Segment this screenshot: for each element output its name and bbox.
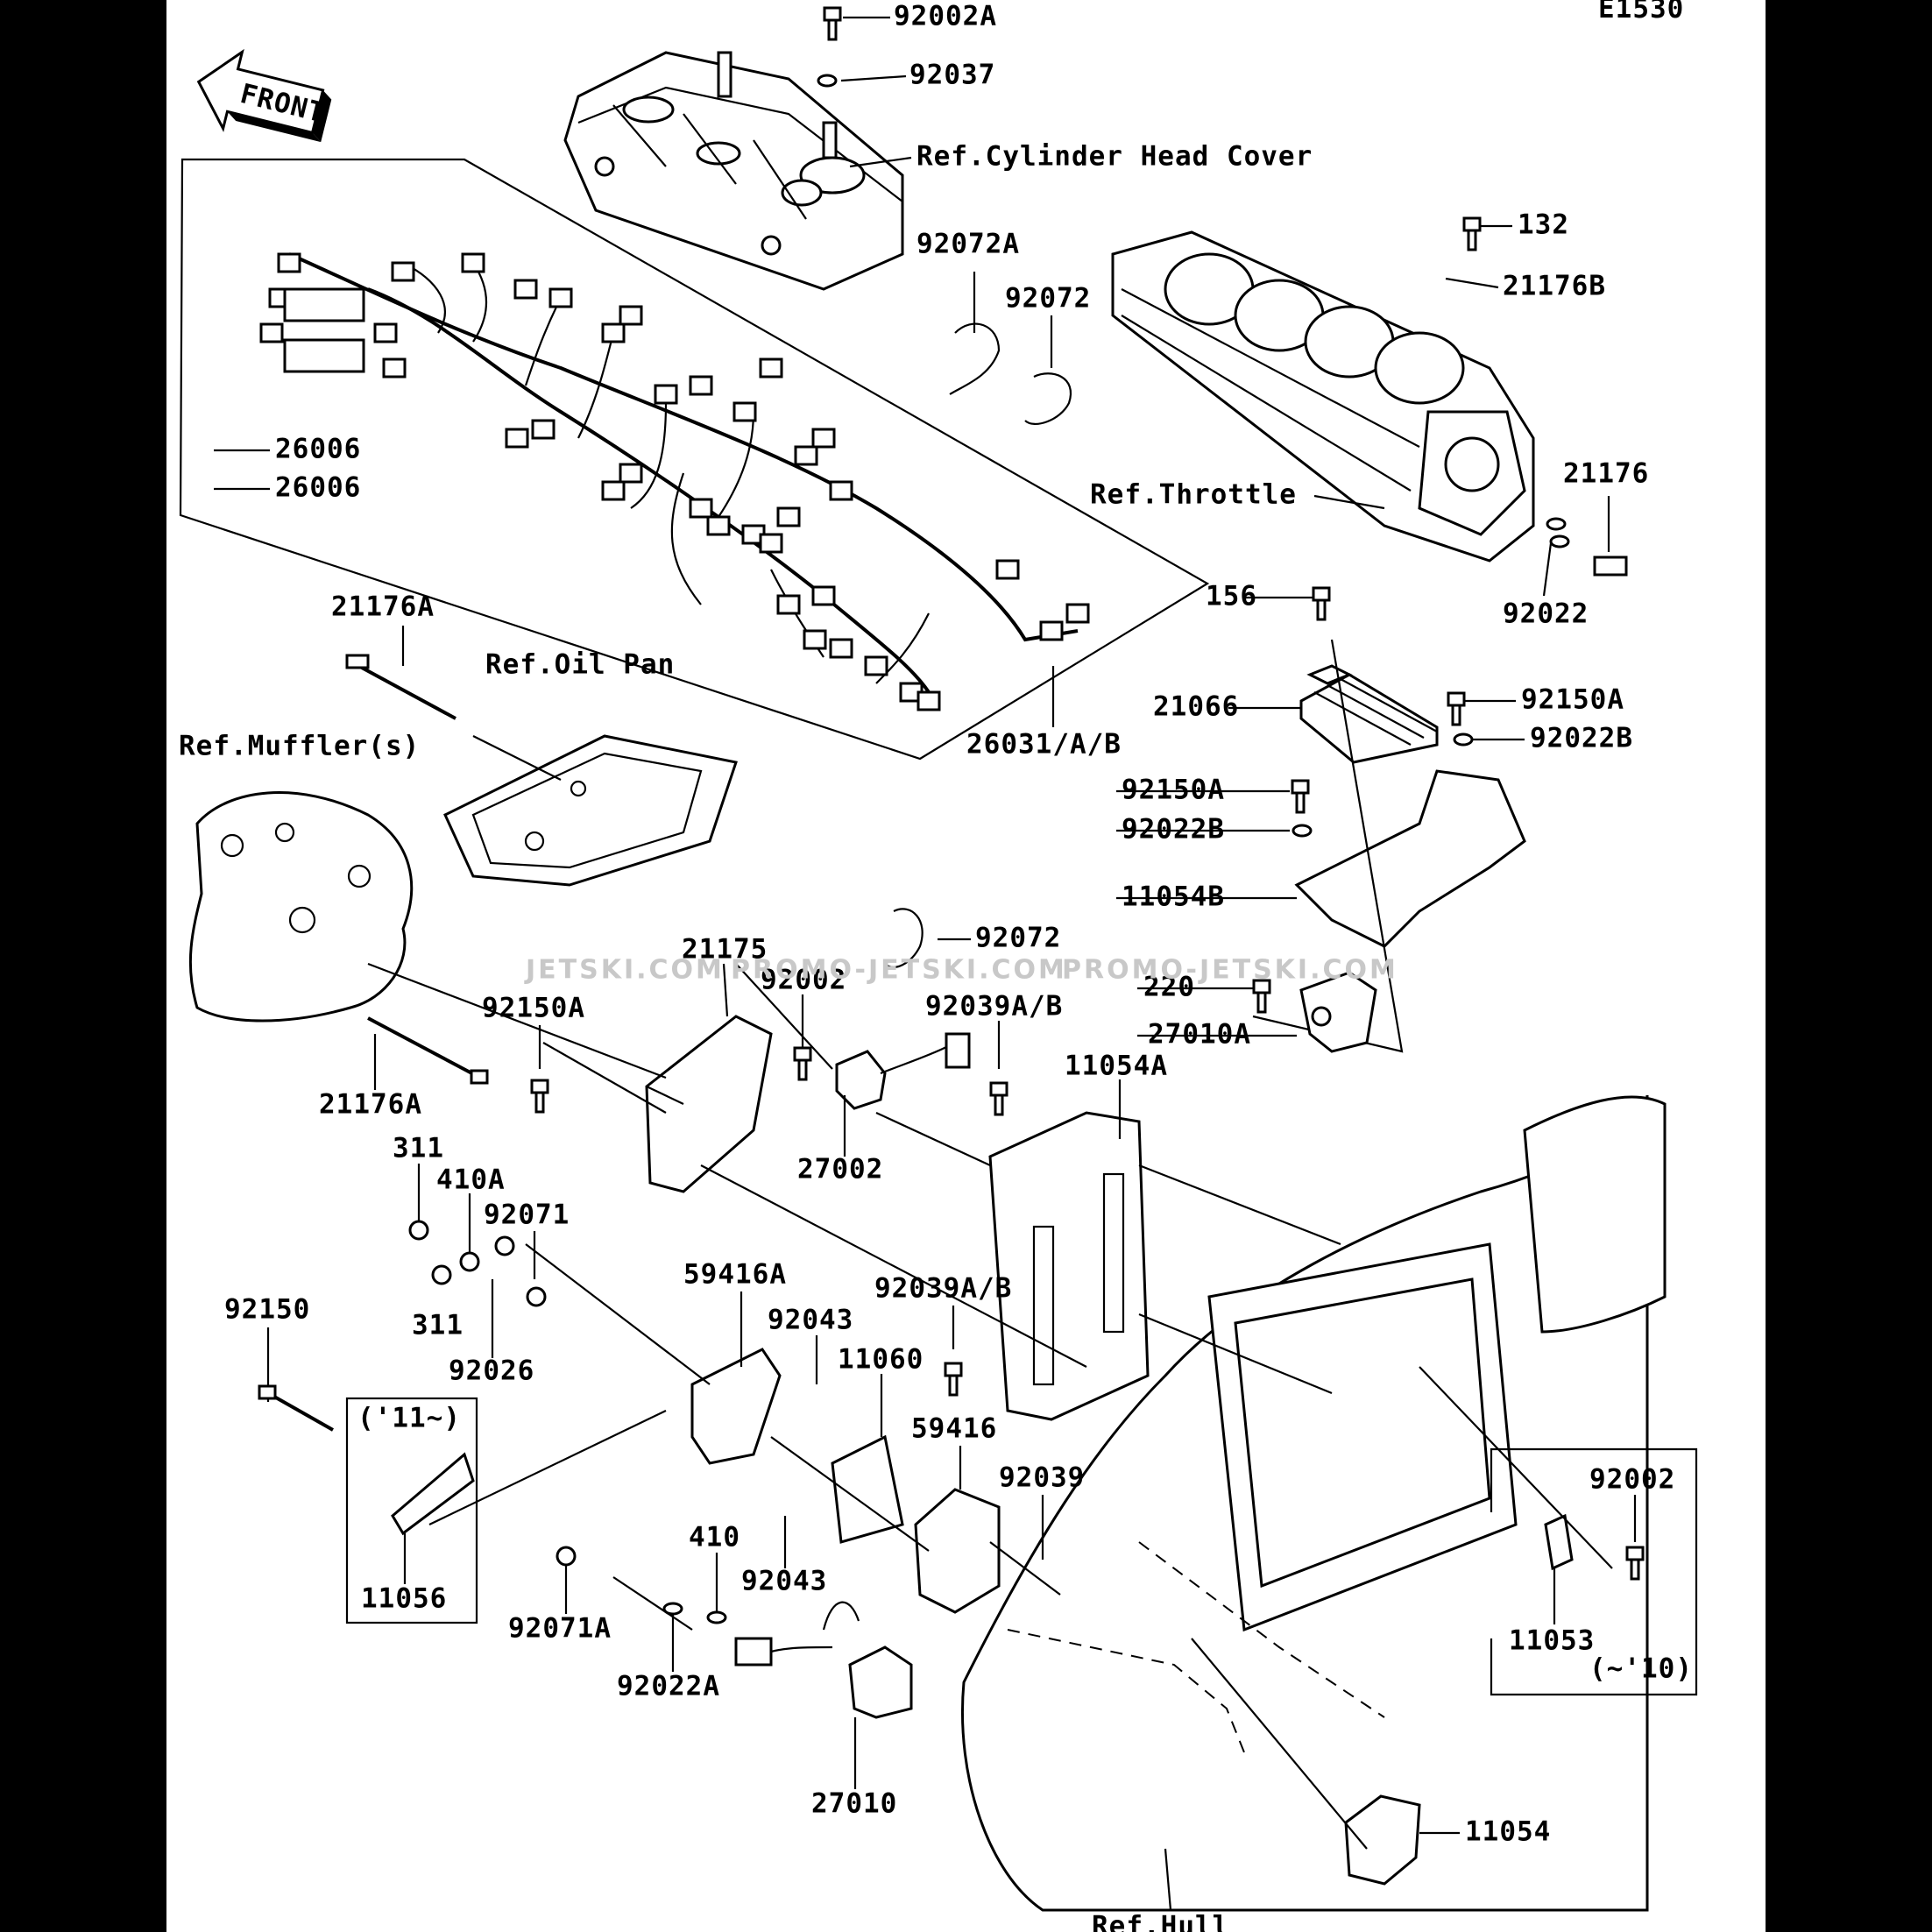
ref-label: Ref.Cylinder Head Cover: [916, 141, 1313, 173]
part-label: 26006: [275, 472, 361, 504]
front-arrow: FRONT: [196, 48, 332, 143]
part-label: 92071A: [508, 1613, 612, 1645]
part-label: 21175: [682, 934, 768, 966]
part-label: 11054: [1465, 1816, 1551, 1848]
muffler: [188, 791, 414, 1023]
part-label: 156: [1206, 581, 1257, 612]
harness-bracket: [179, 158, 1210, 761]
part-label: 92002: [761, 965, 846, 996]
bracket-11054a: [988, 1111, 1150, 1421]
part-label: 21176A: [331, 591, 435, 623]
part-label: 92039A/B: [874, 1273, 1012, 1305]
part-label: 59416: [911, 1413, 997, 1445]
part-label: 92039: [999, 1462, 1085, 1494]
cover-59416: [914, 1488, 1001, 1614]
part-label: ('11~): [357, 1403, 461, 1434]
oil-pan: [443, 734, 738, 887]
bracket-11054: [1344, 1794, 1421, 1886]
bracket-11053: [1544, 1513, 1574, 1571]
bracket-59416a: [690, 1348, 782, 1465]
ref-label: Ref.Hull: [1092, 1911, 1229, 1932]
part-label: 92022B: [1530, 723, 1633, 754]
watermark: JETSKI.COM: [524, 955, 725, 986]
regulator-rectifier: [1299, 664, 1439, 764]
ref-label: Ref.Oil Pan: [485, 649, 675, 681]
part-label: 27010: [811, 1788, 897, 1820]
part-label: 11053: [1509, 1625, 1595, 1657]
part-label: 11056: [361, 1583, 447, 1615]
part-label: 11054B: [1122, 881, 1225, 913]
part-label: 59416A: [683, 1259, 787, 1291]
part-label: 132: [1518, 209, 1569, 241]
part-label: 26006: [275, 434, 361, 465]
part-label: 92002A: [894, 1, 997, 32]
part-label: 220: [1143, 972, 1195, 1003]
throttle-body: [1111, 230, 1535, 563]
watermark: PROMO-JETSKI.COM: [731, 955, 1067, 986]
leader-lines: [214, 16, 1637, 1911]
option-box-11: [345, 1397, 478, 1624]
part-label: 11060: [838, 1344, 924, 1376]
relay-27002: [835, 1032, 971, 1110]
ecu: [645, 1015, 773, 1193]
part-label: 410: [689, 1522, 740, 1553]
part-label: 11054A: [1065, 1051, 1168, 1082]
hardware: [258, 6, 1645, 1624]
sheet-code: E1530: [1598, 0, 1684, 25]
part-label: 27002: [797, 1154, 883, 1185]
ref-label: Ref.Throttle: [1090, 479, 1297, 511]
part-label: (~'10): [1589, 1653, 1693, 1685]
part-label: 26031/A/B: [966, 729, 1122, 761]
part-label: 92150A: [482, 993, 585, 1024]
starter-relay: [734, 1601, 913, 1719]
part-label: 311: [412, 1310, 464, 1341]
part-label: 27010A: [1148, 1019, 1251, 1051]
part-label: 92072A: [916, 229, 1020, 260]
part-label: 92043: [741, 1566, 827, 1597]
part-label: 92072: [975, 923, 1061, 954]
part-label: 92022B: [1122, 814, 1225, 846]
bracket-11056: [391, 1452, 475, 1536]
part-label: 21176A: [319, 1089, 422, 1121]
main-harness: [259, 252, 1090, 711]
part-label: 92150A: [1521, 684, 1624, 716]
part-label: 92037: [909, 60, 995, 91]
part-label: 92072: [1005, 283, 1091, 315]
bracket-11054b: [1294, 769, 1526, 948]
part-label: 92071: [484, 1200, 570, 1231]
part-label: 92002: [1589, 1464, 1675, 1496]
cylinder-head-cover: [563, 51, 904, 291]
part-label: 92150: [224, 1294, 310, 1326]
gasket-11060: [831, 1434, 904, 1544]
option-box-10: [1490, 1447, 1698, 1696]
ref-label: Ref.Muffler(s): [179, 731, 420, 762]
part-label: 410A: [436, 1164, 506, 1196]
part-label: 21066: [1153, 691, 1239, 723]
relay-27010a: [1299, 971, 1377, 1053]
watermark: PROMO-JETSKI.COM: [1062, 955, 1398, 986]
part-label: 311: [393, 1133, 444, 1164]
part-label: 92022: [1503, 598, 1589, 630]
hull: [960, 1094, 1667, 1912]
part-label: 21176: [1563, 458, 1649, 490]
part-label: 92043: [768, 1305, 853, 1336]
part-label: 92039A/B: [925, 991, 1063, 1023]
part-label: 92022A: [617, 1671, 720, 1702]
part-label: 21176B: [1503, 271, 1606, 302]
part-label: 92150A: [1122, 775, 1225, 806]
part-label: 92026: [449, 1355, 534, 1387]
